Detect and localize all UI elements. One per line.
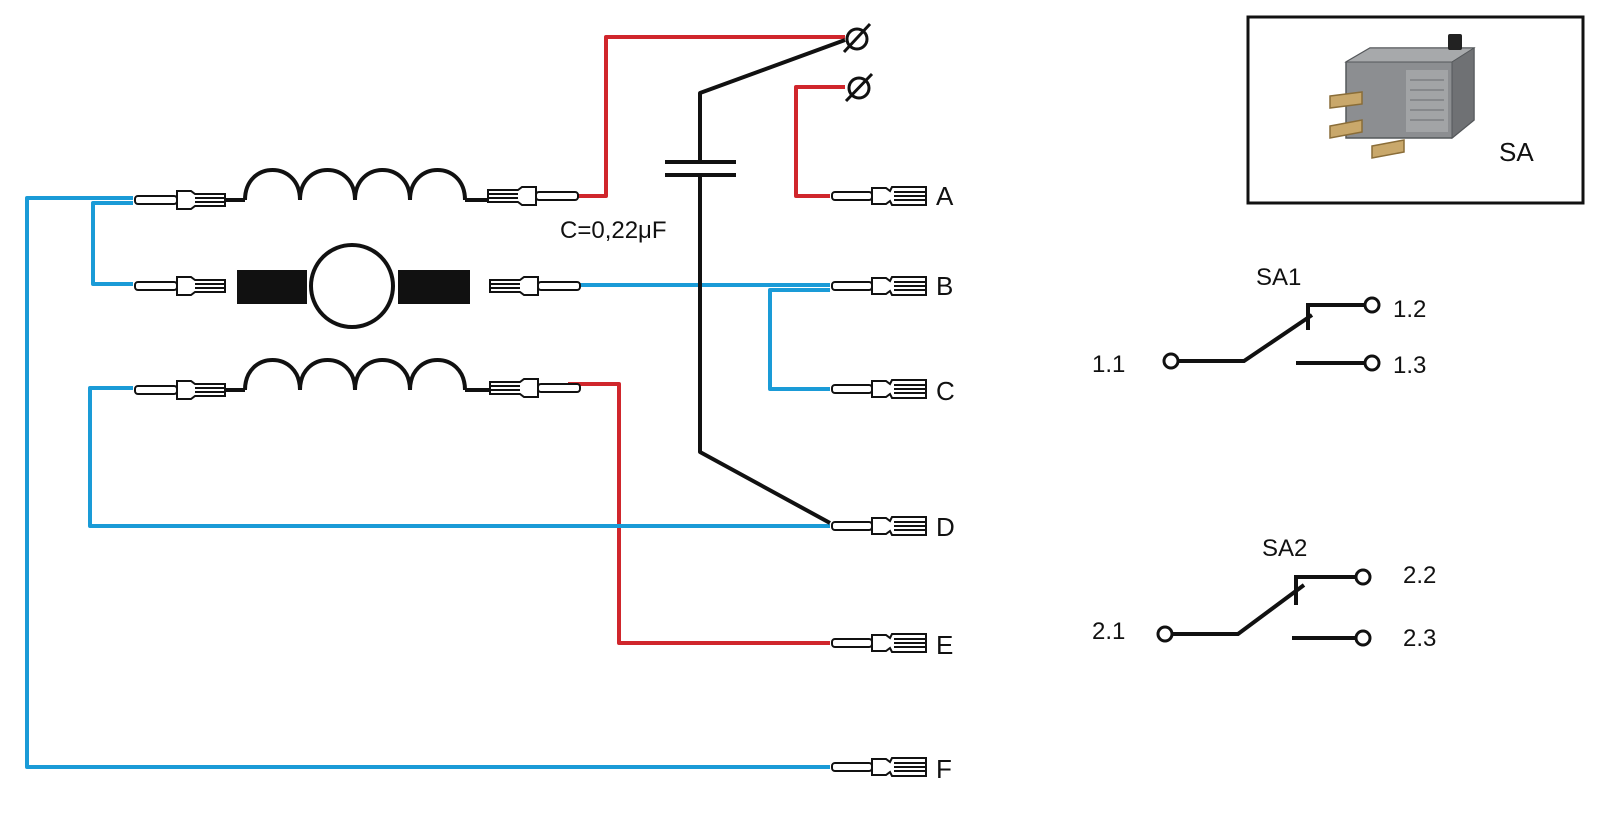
sa2-common-label: 2.1 — [1092, 618, 1125, 645]
terminal-b-connector — [831, 276, 927, 296]
terminal-d-label: D — [936, 512, 955, 542]
blue-wire-d — [88, 386, 830, 528]
contact-top-icon — [842, 22, 872, 54]
connector-motor-right — [489, 276, 581, 296]
terminal-a-label: A — [936, 181, 954, 211]
sa1-no-label: 1.2 — [1393, 296, 1426, 323]
terminal-c-label: C — [936, 376, 955, 406]
sa1-lever — [1178, 313, 1314, 363]
sa2-no-contact — [1294, 575, 1356, 605]
motor-brush-right — [398, 270, 470, 304]
terminal-b-label: B — [936, 271, 953, 301]
black-wire-switch-arm — [698, 38, 846, 162]
sa2-nc-label: 2.3 — [1403, 625, 1436, 652]
sa2-lever — [1172, 583, 1306, 636]
connector-coil1-right — [487, 186, 579, 206]
blue-wire-bc — [768, 288, 830, 391]
terminal-a-connector — [831, 186, 927, 206]
blue-wire-f — [25, 196, 830, 769]
terminal-f-label: F — [936, 754, 952, 784]
blue-wire-motor-left — [91, 201, 133, 286]
sa2-nc-terminal — [1354, 629, 1372, 647]
red-wire-a — [794, 85, 845, 198]
terminal-c-connector — [831, 379, 927, 399]
coil-bottom-icon — [243, 358, 467, 391]
terminal-d-connector — [831, 516, 927, 536]
connector-motor-left — [134, 276, 226, 296]
sa1-no-terminal — [1363, 296, 1381, 314]
sa1-common-label: 1.1 — [1092, 351, 1125, 378]
sa1-title: SA1 — [1256, 264, 1301, 291]
connector-coil2-right — [489, 378, 581, 398]
red-wire-top — [568, 35, 845, 198]
motor-icon — [309, 243, 395, 329]
red-wire-e — [568, 382, 830, 645]
black-wire-capacitor-lower — [698, 175, 831, 525]
terminal-e-label: E — [936, 630, 953, 660]
motor-brush-left — [237, 270, 307, 304]
sa2-no-label: 2.2 — [1403, 562, 1436, 589]
sa1-nc-label: 1.3 — [1393, 352, 1426, 379]
connector-coil1-left — [134, 190, 226, 210]
microswitch-icon — [1329, 34, 1476, 159]
connector-coil2-left — [134, 380, 226, 400]
sa1-common-terminal — [1162, 352, 1180, 370]
terminal-e-connector — [831, 633, 927, 653]
sa2-no-terminal — [1354, 568, 1372, 586]
switch-photo-label: SA — [1499, 137, 1534, 167]
contact-lower-icon — [844, 72, 874, 103]
sa2-title: SA2 — [1262, 535, 1307, 562]
coil-top-icon — [243, 168, 467, 201]
sa2-common-terminal — [1156, 625, 1174, 643]
sa1-nc-terminal — [1363, 354, 1381, 372]
sa1-no-contact — [1306, 303, 1365, 330]
terminal-f-connector — [831, 757, 927, 777]
capacitor-label: C=0,22μF — [560, 217, 667, 244]
